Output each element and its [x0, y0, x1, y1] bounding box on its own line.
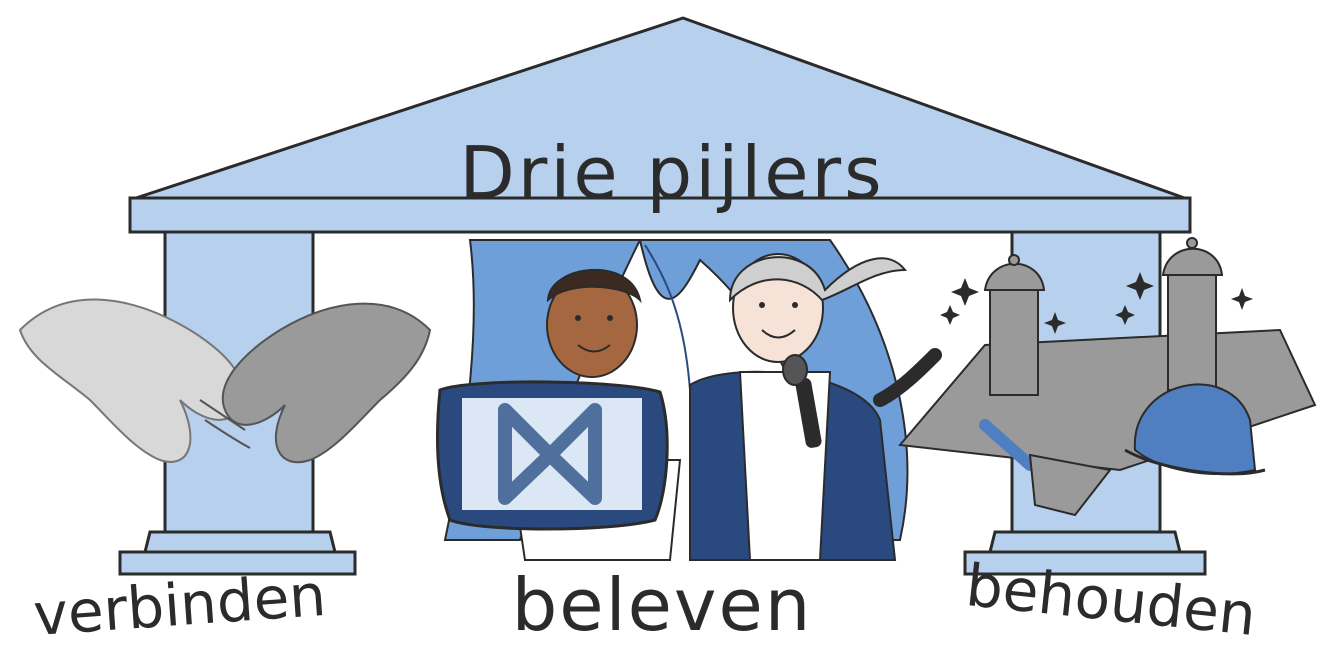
pillar-label-verbinden: verbinden: [31, 561, 328, 649]
pillar-label-behouden: behouden: [963, 551, 1259, 649]
logo-sign-icon: [437, 382, 667, 529]
title: Drie pijlers: [459, 131, 884, 215]
pillar-label-beleven: beleven: [512, 563, 813, 647]
